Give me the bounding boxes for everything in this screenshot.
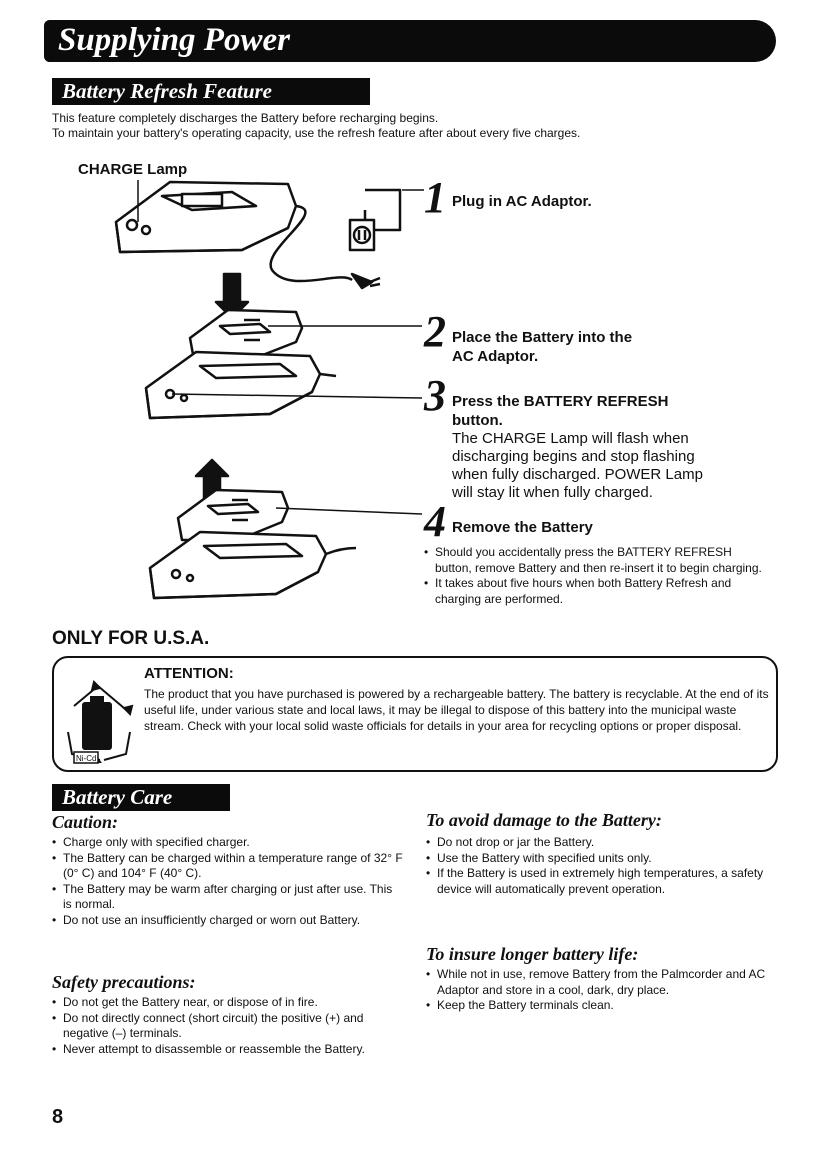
- safety-list: Do not get the Battery near, or dispose …: [52, 995, 404, 1057]
- wall-outlet: [348, 218, 376, 252]
- list-item: Charge only with specified charger.: [52, 835, 404, 851]
- title-banner: Supplying Power: [44, 20, 776, 62]
- list-item: Never attempt to disassemble or reassemb…: [52, 1042, 404, 1058]
- list-item: Do not drop or jar the Battery.: [426, 835, 766, 851]
- step-number: 1: [424, 173, 446, 222]
- step-number: 3: [424, 371, 446, 420]
- charge-lamp-label: CHARGE Lamp: [78, 161, 188, 178]
- step-body-line: will stay lit when fully charged.: [452, 484, 653, 501]
- list-item: If the Battery is used in extremely high…: [426, 866, 766, 897]
- step-body-line: when fully discharged. POWER Lamp: [452, 466, 703, 483]
- step4-leader: [275, 507, 423, 515]
- step-title: Place the Battery into the: [452, 329, 633, 346]
- step-body-line: The CHARGE Lamp will flash when: [452, 430, 689, 447]
- caution-list: Charge only with specified charger. The …: [52, 835, 404, 928]
- list-item: Should you accidentally press the BATTER…: [424, 545, 769, 576]
- step-title: Remove the Battery: [452, 519, 593, 536]
- battery-care-heading: Battery Care: [52, 784, 230, 811]
- ac-adaptor-middle: [144, 350, 337, 420]
- list-item: Use the Battery with specified units onl…: [426, 851, 766, 867]
- page-number: 8: [52, 1106, 64, 1128]
- step4-bullets: Should you accidentally press the BATTER…: [424, 545, 769, 607]
- ac-adaptor-top: [114, 180, 402, 290]
- intro-line: To maintain your battery's operating cap…: [52, 126, 581, 140]
- list-item: Do not use an insufficiently charged or …: [52, 913, 404, 929]
- longer-life-title: To insure longer battery life:: [426, 944, 639, 964]
- list-item: The Battery may be warm after charging o…: [52, 882, 404, 913]
- list-item: The Battery can be charged within a temp…: [52, 851, 404, 882]
- list-item: Do not directly connect (short circuit) …: [52, 1011, 404, 1042]
- ac-adaptor-bottom: [148, 530, 357, 600]
- step-body: The CHARGE Lamp will flash when discharg…: [452, 430, 782, 502]
- step-title-line2: button.: [452, 412, 503, 429]
- recycle-icon-label: Ni-Cd: [76, 754, 96, 763]
- list-item: It takes about five hours when both Batt…: [424, 576, 769, 607]
- refresh-heading: Battery Refresh Feature: [52, 78, 370, 105]
- list-item: Do not get the Battery near, or dispose …: [52, 995, 404, 1011]
- longer-life-list: While not in use, remove Battery from th…: [426, 967, 766, 1014]
- step-number: 2: [424, 307, 446, 356]
- step-number: 4: [424, 497, 446, 546]
- intro-line: This feature completely discharges the B…: [52, 111, 439, 125]
- refresh-intro: This feature completely discharges the B…: [52, 111, 580, 141]
- attention-text: The product that you have purchased is p…: [144, 687, 769, 733]
- step-title-line2: AC Adaptor.: [452, 348, 539, 365]
- attention-box: [52, 656, 778, 772]
- step-title: Press the BATTERY REFRESH: [452, 393, 669, 410]
- recycle-icon: Ni-Cd: [67, 680, 134, 764]
- step3-leader: [171, 393, 423, 399]
- only-usa-label: ONLY FOR U.S.A.: [52, 628, 210, 649]
- avoid-damage-title: To avoid damage to the Battery:: [426, 810, 662, 830]
- list-item: While not in use, remove Battery from th…: [426, 967, 766, 998]
- attention-title: ATTENTION:: [144, 665, 234, 682]
- caution-title: Caution:: [52, 812, 119, 832]
- page-title: Supplying Power: [58, 22, 290, 58]
- avoid-damage-list: Do not drop or jar the Battery. Use the …: [426, 835, 766, 897]
- ac-adaptor-illustration: [114, 180, 424, 600]
- step-title: Plug in AC Adaptor.: [452, 193, 592, 210]
- step-body-line: discharging begins and stop flashing: [452, 448, 695, 465]
- list-item: Keep the Battery terminals clean.: [426, 998, 766, 1014]
- safety-title: Safety precautions:: [52, 972, 196, 992]
